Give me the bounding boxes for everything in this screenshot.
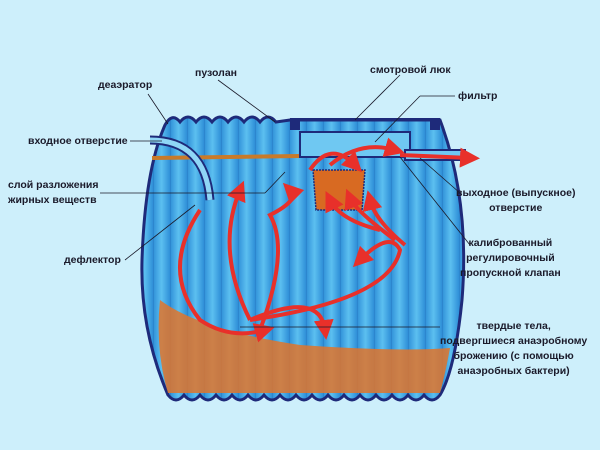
label-valve-line3: пропускной клапан: [460, 267, 561, 279]
label-valve-line1: калиброванный: [468, 237, 553, 249]
label-inlet: входное отверстие: [28, 135, 128, 147]
flow-arrows: [178, 137, 480, 343]
label-puzolan: пузолан: [195, 67, 238, 79]
label-deflector: дефлектор: [64, 254, 121, 266]
label-outlet: выходное (выпускное) отверстие: [456, 186, 575, 216]
label-fat-layer: слой разложения жирных веществ: [8, 178, 99, 208]
inspection-hatch: [290, 118, 440, 130]
label-fat-layer-line2: жирных веществ: [8, 194, 97, 206]
filter: [312, 169, 366, 211]
fat-layer: [151, 154, 301, 160]
label-outlet-line1: выходное (выпускное): [456, 187, 576, 199]
sludge-layer: [158, 300, 450, 393]
label-solids: твердые тела, подвергшиеся анаэробному б…: [440, 319, 587, 379]
label-solids-line2: подвергшиеся анаэробному: [440, 335, 588, 347]
label-valve-line2: регулировочный: [466, 252, 555, 264]
label-fat-layer-line1: слой разложения: [8, 179, 99, 191]
label-solids-line4: анаэробных бактери): [457, 365, 570, 377]
label-valve: калиброванный регулировочный пропускной …: [460, 236, 561, 281]
label-solids-line1: твердые тела,: [476, 320, 551, 332]
label-outlet-line2: отверстие: [489, 202, 543, 214]
filter-housing: [299, 131, 411, 158]
label-deaerator: деаэратор: [98, 79, 153, 91]
label-solids-line3: брожению (с помощью: [453, 350, 574, 362]
label-inspection-hatch: смотровой люк: [370, 64, 451, 76]
leader-lines: [100, 74, 471, 328]
label-filter: фильтр: [458, 90, 498, 102]
